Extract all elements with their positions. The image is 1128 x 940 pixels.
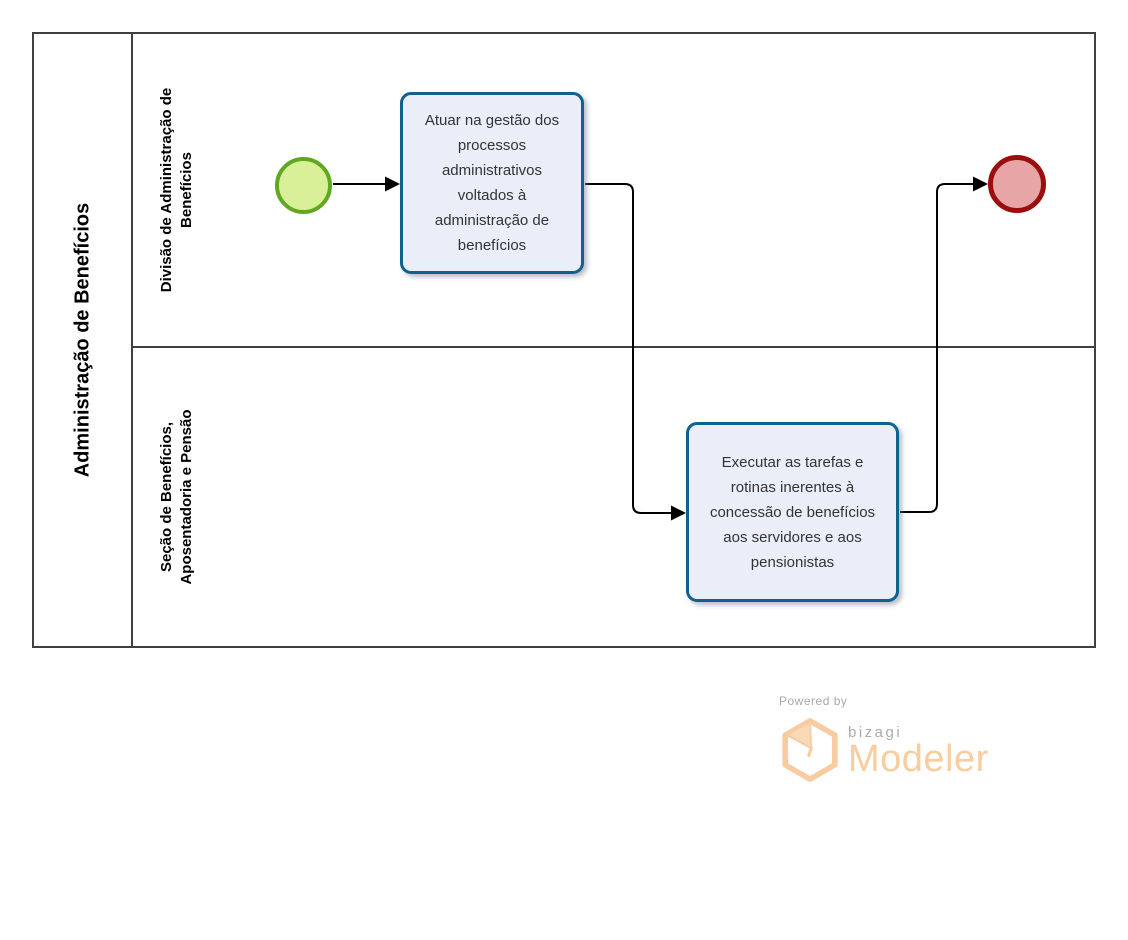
modeler-wordmark: Modeler: [848, 738, 989, 780]
powered-by-text: Powered by: [779, 694, 848, 708]
start-event[interactable]: [275, 157, 332, 214]
bizagi-branding: Powered by bizagi Modeler: [779, 694, 989, 783]
lanes-container: Divisão de Administração de Benefícios S…: [133, 34, 1094, 646]
lane-secao-de-beneficios-aposentadoria-e-pensao[interactable]: Seção de Benefícios, Aposentadoria e Pen…: [133, 348, 1094, 646]
lane-2-label-line-1: Seção de Benefícios,: [158, 421, 175, 573]
lane-1-label-line-1: Divisão de Administração de: [158, 87, 175, 293]
bizagi-wordmark: bizagi: [848, 724, 903, 741]
lane-1-label-line-2: Benefícios: [178, 152, 195, 228]
task-2-label: Executar as tarefas e rotinas inerentes …: [709, 453, 876, 571]
task-atuar-na-gestao[interactable]: Atuar na gestão dos processos administra…: [400, 92, 584, 274]
lane-2-label: Seção de Benefícios, Aposentadoria e Pen…: [157, 353, 197, 641]
task-executar-tarefas[interactable]: Executar as tarefas e rotinas inerentes …: [686, 422, 899, 602]
lane-1-label: Divisão de Administração de Benefícios: [157, 40, 197, 340]
lane-2-label-line-2: Aposentadoria e Pensão: [178, 409, 195, 585]
pool-title: Administração de Benefícios: [71, 202, 93, 478]
end-event[interactable]: [988, 155, 1046, 213]
task-1-label: Atuar na gestão dos processos administra…: [424, 112, 560, 254]
bizagi-hexagon-icon: [782, 718, 838, 782]
pool-header[interactable]: Administração de Benefícios: [34, 34, 133, 646]
